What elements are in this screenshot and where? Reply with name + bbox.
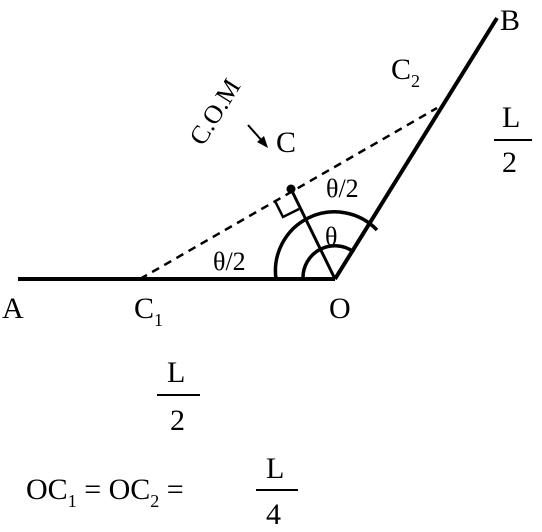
right-angle-marker <box>273 200 300 219</box>
angle-arc-inner <box>301 244 356 280</box>
equation-denominator: 4 <box>266 498 281 527</box>
fraction-bottom-numerator: L <box>167 356 185 389</box>
dashed-line-C1-C2 <box>139 106 438 281</box>
label-half-theta-right: θ/2 <box>326 174 359 203</box>
equation-numerator: L <box>266 452 284 485</box>
fraction-bottom-denominator: 2 <box>170 404 185 437</box>
label-C: C <box>276 126 296 159</box>
angle-arc-outer <box>273 210 379 280</box>
label-theta: θ <box>325 222 337 251</box>
label-C1: C1 <box>134 292 163 330</box>
fraction-right-numerator: L <box>502 101 520 134</box>
label-com: C.O.M <box>183 74 246 151</box>
equation-text: OC1 = OC2 = <box>26 473 184 511</box>
label-half-theta-left: θ/2 <box>213 247 246 276</box>
com-arrowhead <box>257 136 268 148</box>
label-C2: C2 <box>391 53 420 91</box>
bisector-OC <box>289 188 337 280</box>
label-O: O <box>329 292 351 325</box>
rod-OB <box>333 16 499 281</box>
fraction-right-denominator: 2 <box>502 146 517 179</box>
label-A: A <box>2 292 24 325</box>
com-point <box>286 184 296 194</box>
label-B: B <box>500 4 520 37</box>
